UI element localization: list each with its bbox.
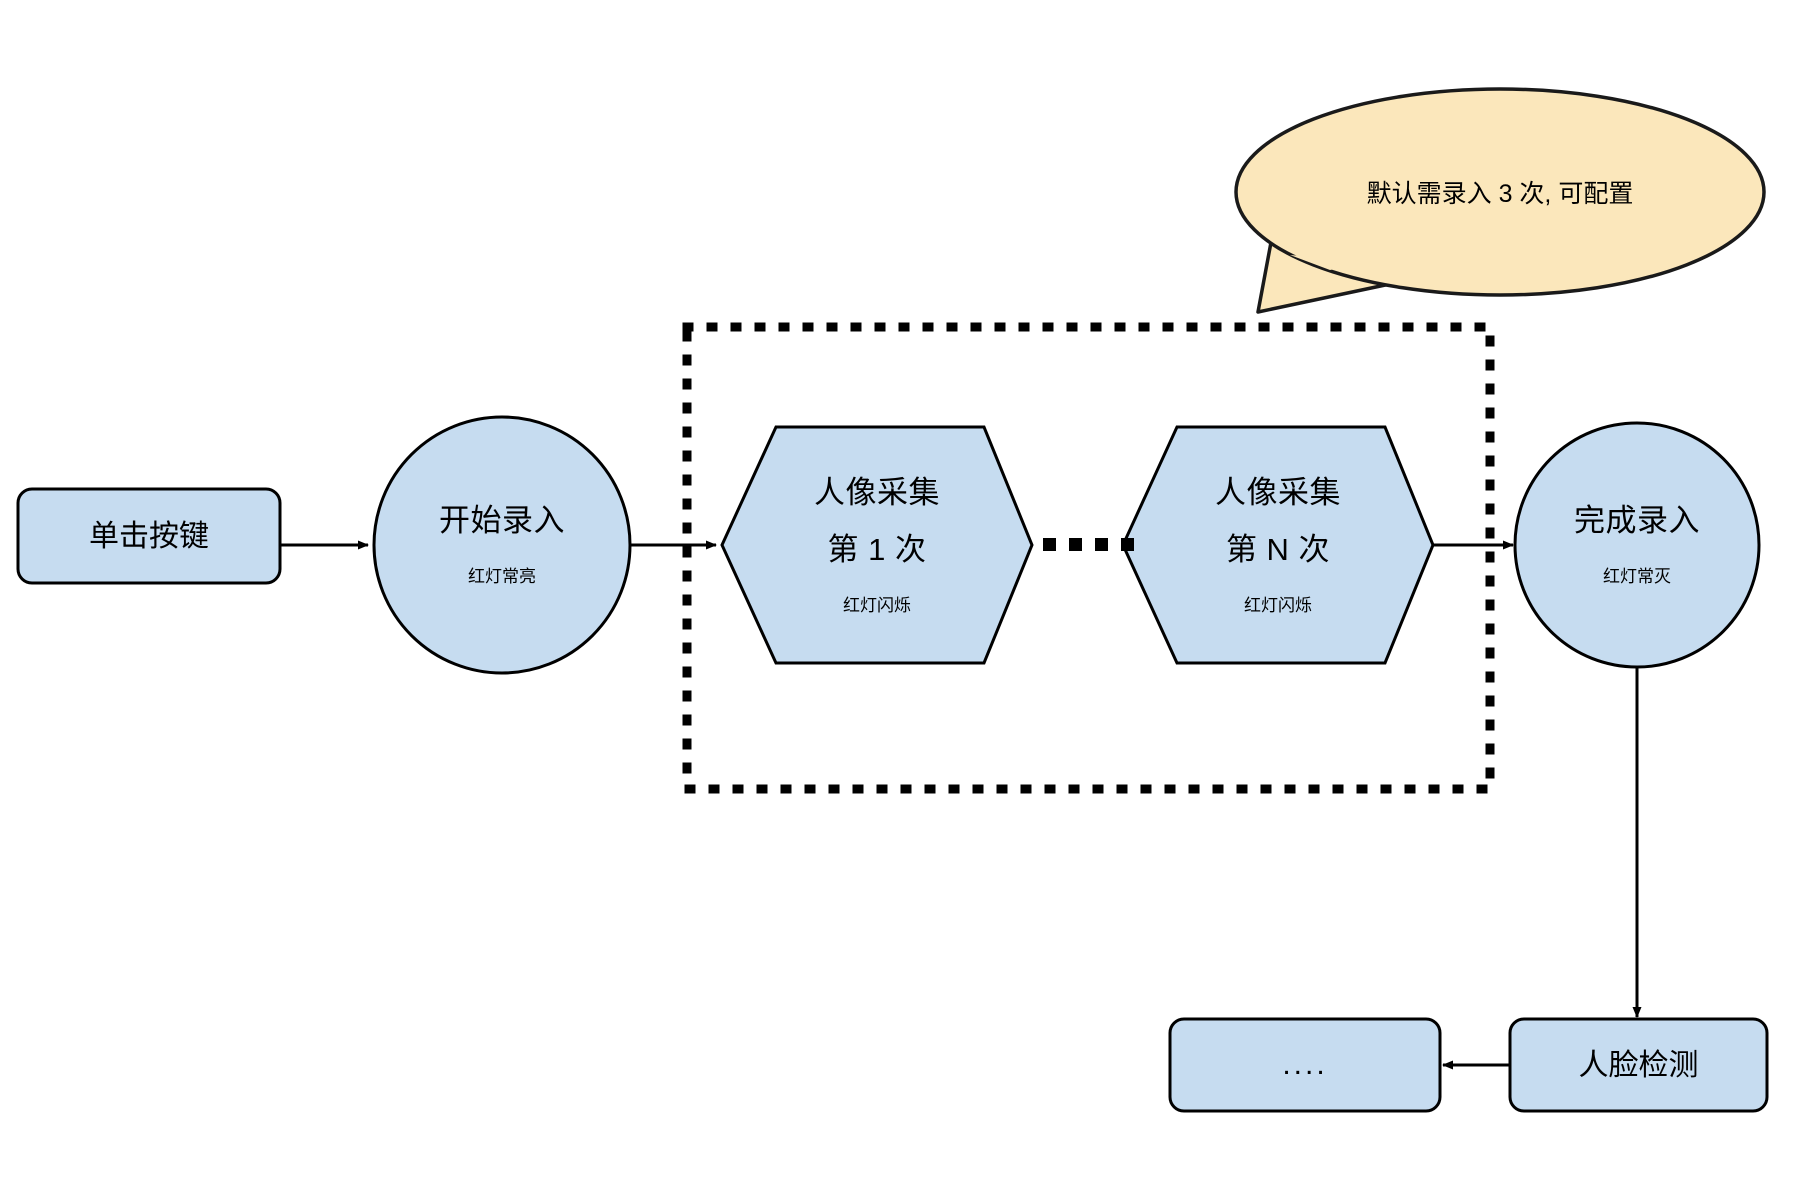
capture-group-box (682, 322, 1495, 794)
hexagon-ellipsis-dots (1043, 538, 1134, 551)
node-start-enroll-shape[interactable] (372, 415, 632, 675)
node-capture-nth-shape[interactable] (1121, 425, 1435, 665)
node-more-steps-shape[interactable] (1168, 1017, 1442, 1113)
node-face-detect-shape[interactable] (1508, 1017, 1769, 1113)
node-finish-enroll-shape[interactable] (1513, 421, 1761, 669)
node-click-key-shape[interactable] (16, 487, 282, 585)
callout-balloon-shape[interactable] (1234, 87, 1766, 314)
node-capture-first-shape[interactable] (720, 425, 1034, 665)
